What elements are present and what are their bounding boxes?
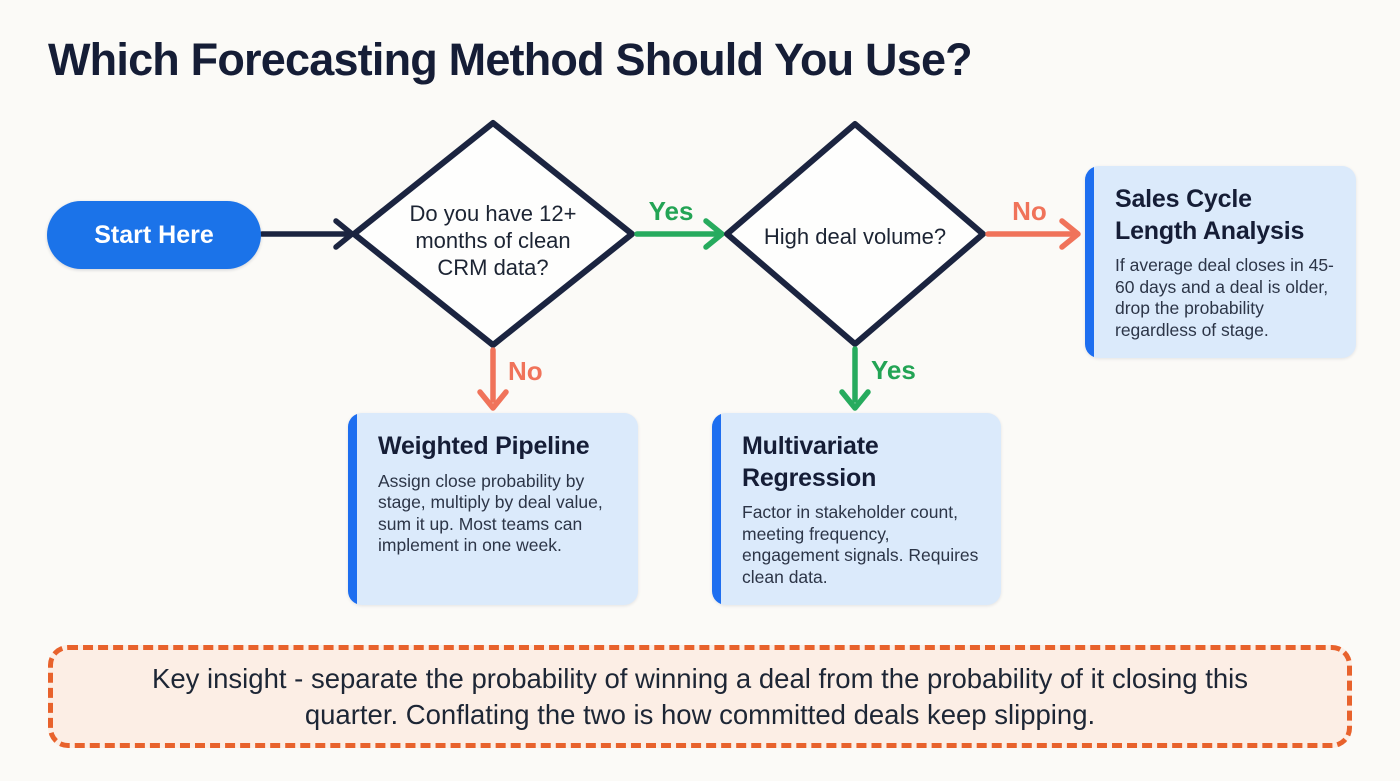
edge-crm-to-weighted-arrow [477, 347, 509, 411]
decision-crm-data-diamond [351, 120, 635, 348]
start-node-label: Start Here [94, 220, 214, 249]
card-accent-strip [348, 413, 357, 605]
decision-crm-data-label: Do you have 12+ months of clean CRM data… [409, 200, 577, 281]
outcome-card-multivariate-regression: Multivariate Regression Factor in stakeh… [712, 413, 1001, 605]
card-accent-strip [1085, 166, 1094, 358]
outcome-card-weighted-pipeline: Weighted Pipeline Assign close probabili… [348, 413, 638, 605]
outcome-card-sales-cycle-length-analysis: Sales Cycle Length Analysis If average d… [1085, 166, 1356, 358]
key-insight-text: Key insight - separate the probability o… [151, 663, 1248, 730]
edge-label-crm-yes: Yes [648, 196, 694, 226]
outcome-description: Assign close probability by stage, multi… [378, 470, 603, 556]
key-insight-box: Key insight - separate the probability o… [48, 645, 1352, 748]
edge-label-volume-yes: Yes [871, 355, 916, 385]
edge-volume-to-multivariate-arrow [839, 346, 871, 411]
outcome-title: Multivariate Regression [742, 432, 879, 492]
outcome-description: If average deal closes in 45-60 days and… [1115, 255, 1334, 340]
edge-label-crm-no: No [508, 356, 543, 386]
edge-volume-to-salescycle-arrow [985, 218, 1081, 250]
decision-deal-volume-label: High deal volume? [763, 224, 947, 250]
card-accent-strip [712, 413, 721, 605]
outcome-title: Sales Cycle Length Analysis [1115, 185, 1305, 245]
page-title: Which Forecasting Method Should You Use? [48, 34, 973, 85]
outcome-title: Weighted Pipeline [378, 432, 590, 460]
edge-start-to-crm-arrow [259, 218, 355, 250]
edge-crm-to-volume-arrow [634, 218, 725, 250]
edge-label-volume-no: No [1012, 196, 1047, 226]
decision-deal-volume-diamond [724, 121, 986, 347]
outcome-description: Factor in stakeholder count, meeting fre… [742, 502, 979, 587]
start-node: Start Here [47, 201, 261, 269]
